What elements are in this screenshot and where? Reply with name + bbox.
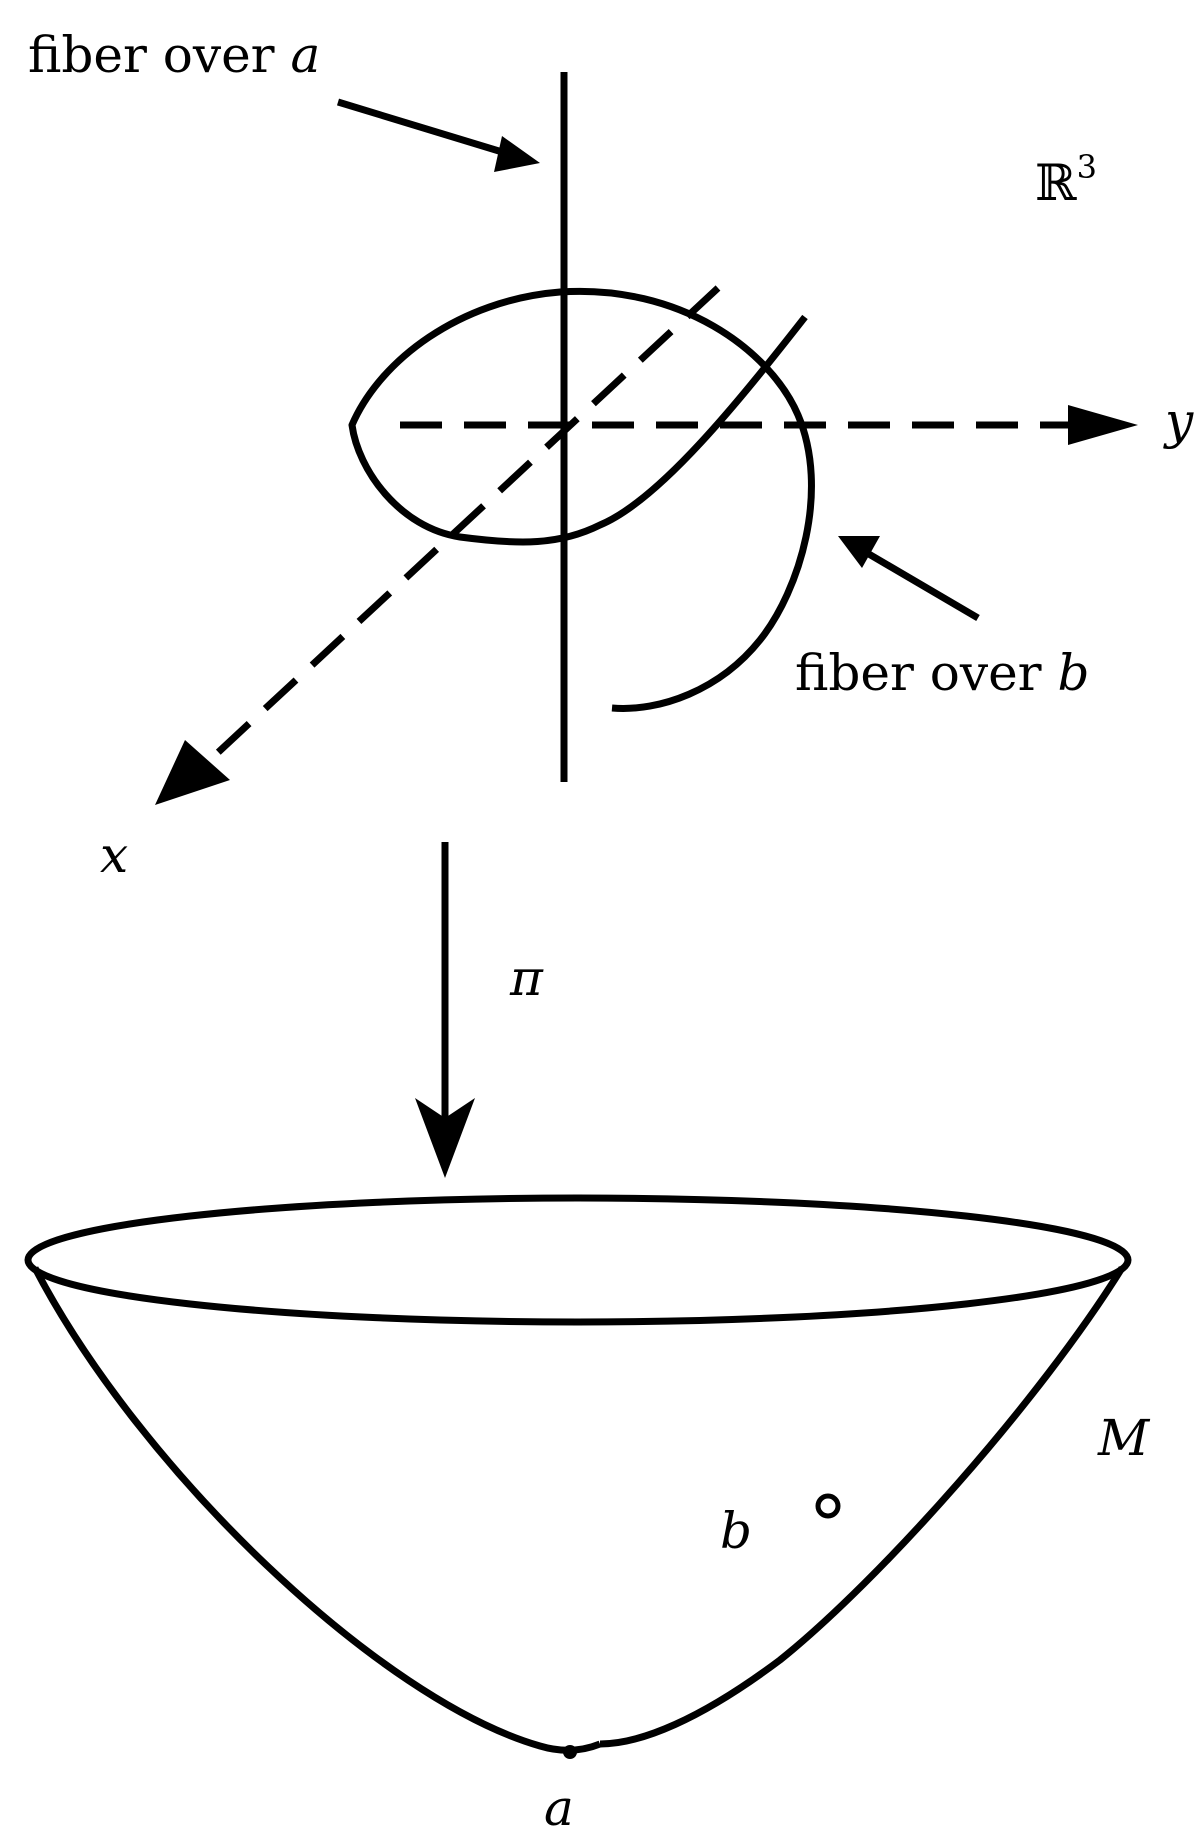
point-b-marker — [815, 1493, 841, 1519]
y-axis-arrowhead — [1068, 405, 1138, 445]
space-label: ℝ3 — [1035, 148, 1097, 212]
space-symbol: ℝ — [1035, 154, 1077, 212]
point-a-marker — [563, 1745, 577, 1759]
fiber-over-b-pointer-head — [838, 536, 880, 568]
manifold-left-side — [31, 1266, 602, 1754]
fiber-over-b-pointer — [860, 546, 980, 622]
fiber-over-b-curve — [348, 287, 815, 712]
fiber-over-a-pointer — [336, 98, 514, 159]
point-a-label: a — [544, 1779, 574, 1832]
projection-label: π — [509, 949, 544, 1007]
axis-y-label: y — [1163, 392, 1194, 450]
fiber-over-a-label: fiber over a — [28, 26, 320, 84]
fiber-over-b-prefix: fiber over — [795, 644, 1057, 702]
manifold-label: M — [1097, 1409, 1151, 1467]
fiber-over-a-pointer-head — [494, 136, 540, 172]
fiber-over-a-prefix: fiber over — [28, 26, 290, 84]
fiber-over-a-var: a — [290, 26, 320, 84]
manifold-rim — [24, 1194, 1132, 1326]
space-exponent: 3 — [1077, 148, 1097, 186]
point-b-label: b — [720, 1502, 752, 1560]
x-axis — [209, 285, 721, 761]
fiber-over-b-label: fiber over b — [795, 644, 1090, 702]
fiber-over-b-var: b — [1057, 644, 1089, 702]
axis-x-label: x — [100, 826, 128, 884]
manifold-right-side — [599, 1266, 1125, 1748]
x-axis-arrowhead — [155, 740, 230, 805]
projection-arrow-head — [415, 1098, 475, 1178]
